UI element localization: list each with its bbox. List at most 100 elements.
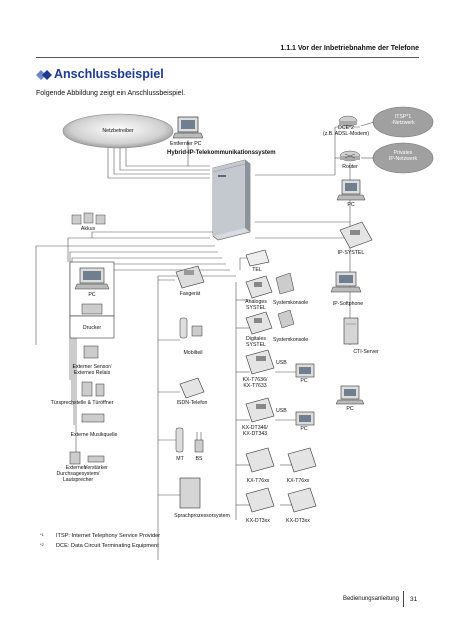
speaker-icon [69,451,81,465]
kx-t7636-label-2: KX-T7633 [243,383,267,389]
pbx-system-icon [212,159,251,241]
cti-label: CTI-Server [353,349,379,355]
system-label: Hybrid-IP-Telekommunikationssystem [167,150,276,156]
cti-server-icon [343,317,359,345]
battery-icon [71,212,106,225]
kx-dt3xx-icon [245,487,275,513]
pc-mid-2-icon [295,411,315,426]
ip-softphone-label: IP-Softphone [332,301,364,307]
voice-processing-icon [179,477,201,509]
sensor-label-2: Externes Relais [73,370,111,376]
bs-label: BS [195,456,203,462]
header-rule [36,57,419,58]
section-title: 1.1.1 Vor der Inbetriebnahme der Telefon… [280,45,419,52]
kx-dt346-label: KX-DT346/ [242,425,268,431]
kx-dt3xx-2-icon [287,487,317,513]
itsp-label: ITSP*1 [394,114,412,120]
console-icon [275,272,295,295]
pc-right-label: PC [346,406,354,412]
footnote-2-mark: *2 [40,542,44,547]
isdn-label: ISDN-Telefon [176,400,208,406]
pc-top-label: PC [347,202,355,208]
footnote-1: ITSP: Internet Telephony Service Provide… [56,533,161,539]
usb-label: USB [276,360,287,366]
itsp-label-2: -Netzwerk [391,120,415,126]
kx-t76xx-label: KX-T76xx [246,478,270,484]
mobile-handset-icon [179,317,203,339]
printer-frame [69,315,115,339]
carrier-cloud [62,113,174,149]
pc-mid-2-label: PC [300,426,308,432]
printer-label: Drucker [82,325,102,331]
kx-t76xx-icon [245,447,275,473]
music-label: Externe Musikquelle [70,432,118,438]
amplifier-icon [87,455,105,463]
analog-label-2: SYSTEL [246,305,266,311]
analog-systel-icon [245,275,273,299]
kx-dt3xx-label: KX-DT3xx [246,518,270,524]
page-header: 1.1.1 Vor der Inbetriebnahme der Telefon… [0,45,453,59]
console-2-icon [277,309,295,329]
printer-icon [81,303,103,315]
paging-label: Durchsagesystem/ [56,471,100,477]
carrier-label: Netzbetreiber [102,128,134,134]
kx-t76xx-2-icon [287,447,317,473]
page-number: 31 [410,596,418,603]
private-label-2: IP-Netzwerk [388,156,418,162]
console-label: Systemkonsole [273,300,309,306]
tel-label: TEL [252,267,262,273]
kx-dt3xx-2-label: KX-DT3xx [286,518,310,524]
pc-top-icon [336,179,366,201]
fax-label: Faxgerät [179,291,201,297]
mt-label: MT [176,456,184,462]
footer-manual: Bedienungsanleitung [342,596,399,602]
footer-separator [403,591,404,607]
diamond-bullet-icon [36,70,52,80]
left-pc-icon [74,267,110,290]
kx-dt346-icon [245,397,275,423]
pc-right-icon [335,385,365,405]
batteries-label: Akkus [80,226,96,232]
mobile-label: Mobilteil [183,350,203,356]
pc-mid-1-icon [295,363,315,378]
voice-processing-label: Sprachprozessorsystem [174,513,230,519]
kx-t76xx-2-label: KX-T76xx [286,478,310,484]
router-icon [339,150,361,162]
fax-icon [175,265,205,289]
dce-note-label: (z.B. ADSL-Modem) [322,131,370,137]
router-label: Router [342,164,358,170]
ip-systel-label: IP-SYSTEL [337,250,365,256]
external-label: Externes [65,465,87,471]
kx-t7636-icon [245,349,275,375]
dce-modem-icon [338,115,358,127]
remote-pc-label: Entfernter PC [170,141,202,147]
page-title: Anschlussbeispiel [54,67,164,81]
ip-softphone-icon [330,271,362,293]
sensor-label: Externer Sensor/ [72,364,112,370]
left-pc-label: PC [88,292,96,298]
intro-text: Folgende Abbildung zeigt ein Anschlussbe… [36,90,186,97]
music-source-icon [81,413,105,423]
door-phone-icon [81,381,105,397]
ip-systel-icon [339,221,373,249]
kx-dt346-label-2: KX-DT343 [242,431,268,437]
sensor-icon [83,345,99,359]
door-phone-label: Türsprechstelle & Türöffner [50,400,114,406]
footnote-1-mark: *1 [40,532,44,537]
paging-label-2: Lautsprecher [62,477,94,483]
tel-icon [245,249,270,267]
digital-systel-icon [245,311,273,335]
footnote-2: DCE: Data Circuit Terminating Equipment [56,543,159,549]
digital-label-2: SYSTEL [246,342,266,348]
kx-t7636-label: KX-T7636/ [242,377,268,383]
isdn-phone-icon [179,377,205,399]
remote-pc-icon [172,116,204,139]
console-2-label: Systemkonsole [273,337,309,343]
analog-label: Analoges [245,299,267,305]
dce-label: DCE*2 [338,125,354,131]
mt-handset-icon [175,427,184,453]
amplifier-label: Verstärker [84,465,108,471]
bs-antenna-icon [194,432,204,453]
private-label: Privates [393,150,413,156]
